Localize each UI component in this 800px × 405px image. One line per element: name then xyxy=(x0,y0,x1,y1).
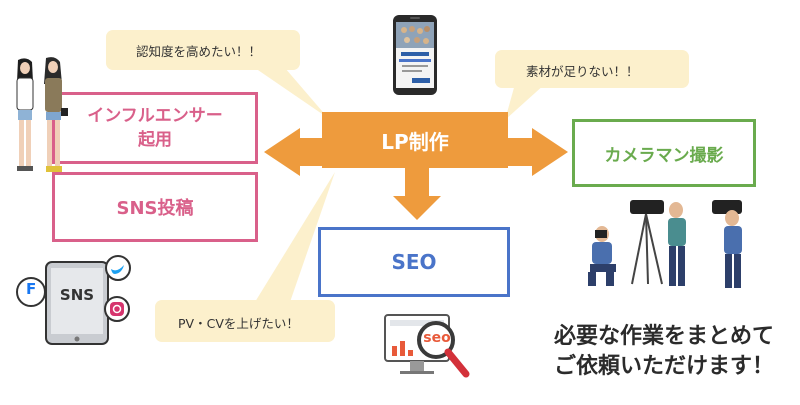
bubble-awareness xyxy=(106,30,300,70)
caption-line-1: 必要な作業をまとめて xyxy=(553,324,774,349)
arrow-left xyxy=(264,128,322,176)
influencers-illustration xyxy=(16,57,68,172)
magnifier-icon xyxy=(417,321,455,359)
arrow-right xyxy=(508,128,568,176)
bubble-tail-materials xyxy=(505,84,545,120)
bubble-awareness-text: 認知度を高めたい！！ xyxy=(136,44,262,59)
box-camera: カメラマン撮影 xyxy=(572,119,756,187)
sns-tablet-illustration xyxy=(16,255,131,345)
bubble-tail-awareness xyxy=(255,68,328,118)
bubble-materials-text: 素材が足りない！！ xyxy=(526,64,639,79)
bubble-tail-pv-cv xyxy=(255,172,335,302)
box-sns-post-label: SNS投稿 xyxy=(116,198,194,219)
box-sns-post: SNS投稿 xyxy=(52,172,258,242)
bubble-materials xyxy=(495,50,689,88)
box-influencer-label: インフルエンサー 起用 xyxy=(87,106,223,150)
seo-badge-text: seo xyxy=(423,330,451,346)
twitter-icon xyxy=(105,255,131,281)
bubble-pv-cv-text: PV・CVを上げたい！ xyxy=(178,316,299,331)
box-seo: SEO xyxy=(318,227,510,297)
center-box-lp: LP制作 xyxy=(322,112,508,168)
smartphone-icon xyxy=(393,15,437,95)
box-camera-label: カメラマン撮影 xyxy=(604,145,724,166)
bubble-pv-cv xyxy=(155,300,335,342)
box-influencer: インフルエンサー 起用 xyxy=(52,92,258,164)
seo-monitor-illustration xyxy=(384,314,470,378)
sns-tablet-label: SNS xyxy=(59,286,95,304)
box-seo-label: SEO xyxy=(391,250,437,274)
camera-crew-illustration xyxy=(588,200,742,288)
facebook-letter: F xyxy=(26,280,37,298)
center-box-label: LP制作 xyxy=(381,129,449,154)
facebook-icon xyxy=(16,277,46,307)
caption-line-2: ご依頼いただけます！ xyxy=(553,354,774,379)
arrow-down xyxy=(393,166,441,220)
